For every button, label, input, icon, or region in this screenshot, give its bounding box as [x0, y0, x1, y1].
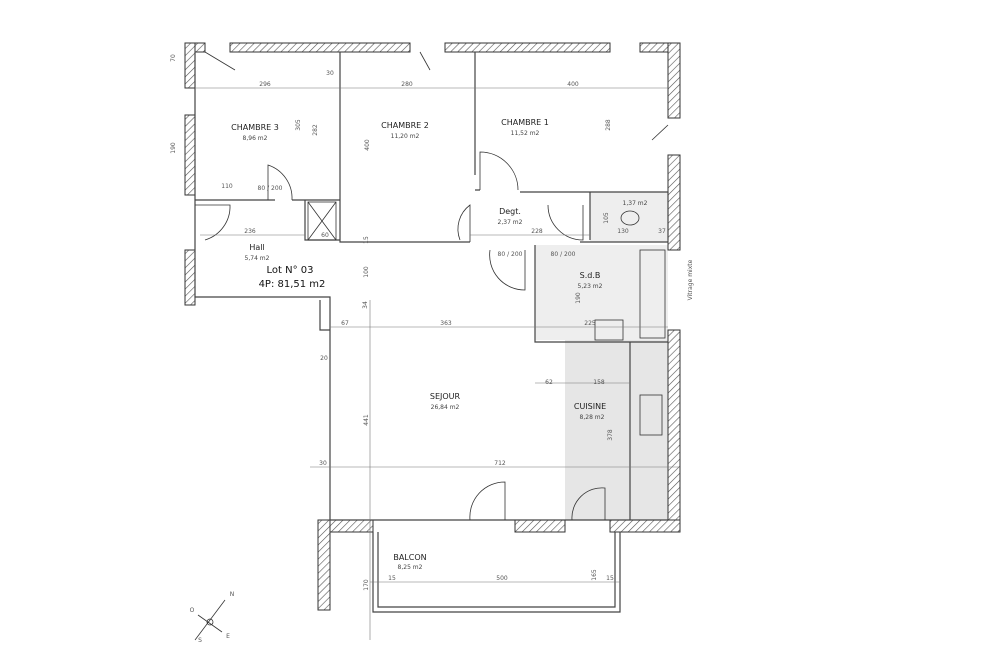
svg-text:105: 105: [603, 212, 610, 224]
room-chambre-2: CHAMBRE 2 11,20 m2: [381, 121, 429, 140]
svg-text:8,96 m2: 8,96 m2: [243, 135, 268, 142]
svg-text:CHAMBRE 3: CHAMBRE 3: [231, 123, 279, 132]
svg-text:5,23 m2: 5,23 m2: [578, 283, 603, 290]
svg-text:Degt.: Degt.: [499, 207, 521, 216]
balcony-outline: [372, 532, 621, 613]
fixtures: [307, 201, 666, 436]
svg-text:80 / 200: 80 / 200: [551, 251, 576, 258]
svg-text:11,52 m2: 11,52 m2: [511, 130, 540, 137]
compass-icon: N E S O: [190, 591, 235, 644]
room-degagement: Degt. 2,37 m2: [498, 207, 523, 226]
svg-text:CHAMBRE 2: CHAMBRE 2: [381, 121, 429, 130]
svg-text:15: 15: [363, 236, 370, 244]
svg-text:11,20 m2: 11,20 m2: [391, 133, 420, 140]
dimension-labels: 296 280 400 305 282 400 288 110 80 / 200…: [170, 54, 666, 591]
svg-text:34: 34: [362, 301, 369, 309]
svg-text:280: 280: [401, 81, 413, 88]
svg-text:165: 165: [591, 569, 598, 581]
svg-text:S: S: [198, 637, 202, 644]
svg-text:400: 400: [567, 81, 579, 88]
svg-text:305: 305: [295, 119, 302, 131]
svg-text:441: 441: [363, 414, 370, 426]
svg-text:190: 190: [170, 142, 177, 154]
svg-text:15: 15: [388, 575, 396, 582]
svg-text:282: 282: [312, 124, 319, 136]
svg-text:Lot N° 03: Lot N° 03: [267, 265, 314, 276]
svg-text:SEJOUR: SEJOUR: [430, 392, 461, 401]
svg-text:190: 190: [575, 292, 582, 304]
svg-text:67: 67: [341, 320, 349, 327]
svg-text:8,28 m2: 8,28 m2: [580, 414, 605, 421]
vertical-note: Vitrage mixte: [687, 259, 694, 300]
room-chambre-3: CHAMBRE 3 8,96 m2: [231, 123, 279, 142]
svg-text:225: 225: [584, 320, 596, 327]
dimension-lines: [195, 87, 680, 640]
room-sejour: SEJOUR 26,84 m2: [430, 392, 461, 411]
svg-text:60: 60: [321, 232, 329, 239]
svg-text:26,84 m2: 26,84 m2: [431, 404, 460, 411]
svg-text:70: 70: [170, 54, 177, 62]
svg-text:80 / 200: 80 / 200: [258, 185, 283, 192]
svg-text:130: 130: [617, 228, 629, 235]
svg-text:37: 37: [658, 228, 666, 235]
svg-text:100: 100: [363, 266, 370, 278]
svg-text:110: 110: [221, 183, 233, 190]
svg-text:400: 400: [364, 139, 371, 151]
svg-text:S.d.B: S.d.B: [580, 271, 601, 280]
svg-text:62: 62: [545, 379, 553, 386]
lot-label: Lot N° 03 4P: 81,51 m2: [259, 265, 326, 290]
svg-text:15: 15: [606, 575, 614, 582]
svg-text:296: 296: [259, 81, 271, 88]
svg-text:BALCON: BALCON: [393, 553, 426, 562]
room-balcon: BALCON 8,25 m2: [393, 553, 426, 571]
svg-text:30: 30: [326, 70, 334, 77]
toilet-icon: [620, 210, 640, 226]
svg-text:30: 30: [319, 460, 327, 467]
svg-text:Hall: Hall: [249, 243, 264, 252]
svg-text:1,37 m2: 1,37 m2: [623, 200, 648, 207]
kitchen-sink-icon: [639, 394, 663, 436]
svg-text:712: 712: [494, 460, 506, 467]
sink-icon: [594, 319, 624, 341]
svg-text:4P: 81,51 m2: 4P: 81,51 m2: [259, 279, 326, 290]
svg-text:20: 20: [320, 355, 328, 362]
svg-text:228: 228: [531, 228, 543, 235]
svg-text:158: 158: [593, 379, 605, 386]
room-wc: 1,37 m2: [623, 200, 648, 207]
svg-text:5,74 m2: 5,74 m2: [245, 255, 270, 262]
room-cuisine: CUISINE 8,28 m2: [574, 402, 606, 421]
bathroom-shade: [535, 245, 668, 340]
svg-text:O: O: [190, 607, 195, 614]
svg-text:378: 378: [607, 429, 614, 441]
svg-text:363: 363: [440, 320, 452, 327]
svg-text:E: E: [226, 633, 230, 640]
room-salle-de-bain: S.d.B 5,23 m2: [578, 271, 603, 290]
svg-text:288: 288: [605, 119, 612, 131]
svg-text:CUISINE: CUISINE: [574, 402, 606, 411]
svg-text:N: N: [230, 591, 235, 598]
wc-shade: [590, 192, 668, 242]
door-swings: [195, 51, 669, 521]
interior-walls: [194, 52, 669, 521]
svg-text:500: 500: [496, 575, 508, 582]
svg-text:80 / 200: 80 / 200: [498, 251, 523, 258]
svg-text:8,25 m2: 8,25 m2: [398, 564, 423, 571]
svg-text:170: 170: [363, 579, 370, 591]
room-chambre-1: CHAMBRE 1 11,52 m2: [501, 118, 549, 137]
svg-text:CHAMBRE 1: CHAMBRE 1: [501, 118, 549, 127]
kitchen-shade: [565, 340, 668, 520]
svg-text:236: 236: [244, 228, 256, 235]
room-hall: Hall 5,74 m2: [245, 243, 270, 262]
svg-text:2,37 m2: 2,37 m2: [498, 219, 523, 226]
bathtub-icon: [639, 249, 666, 339]
